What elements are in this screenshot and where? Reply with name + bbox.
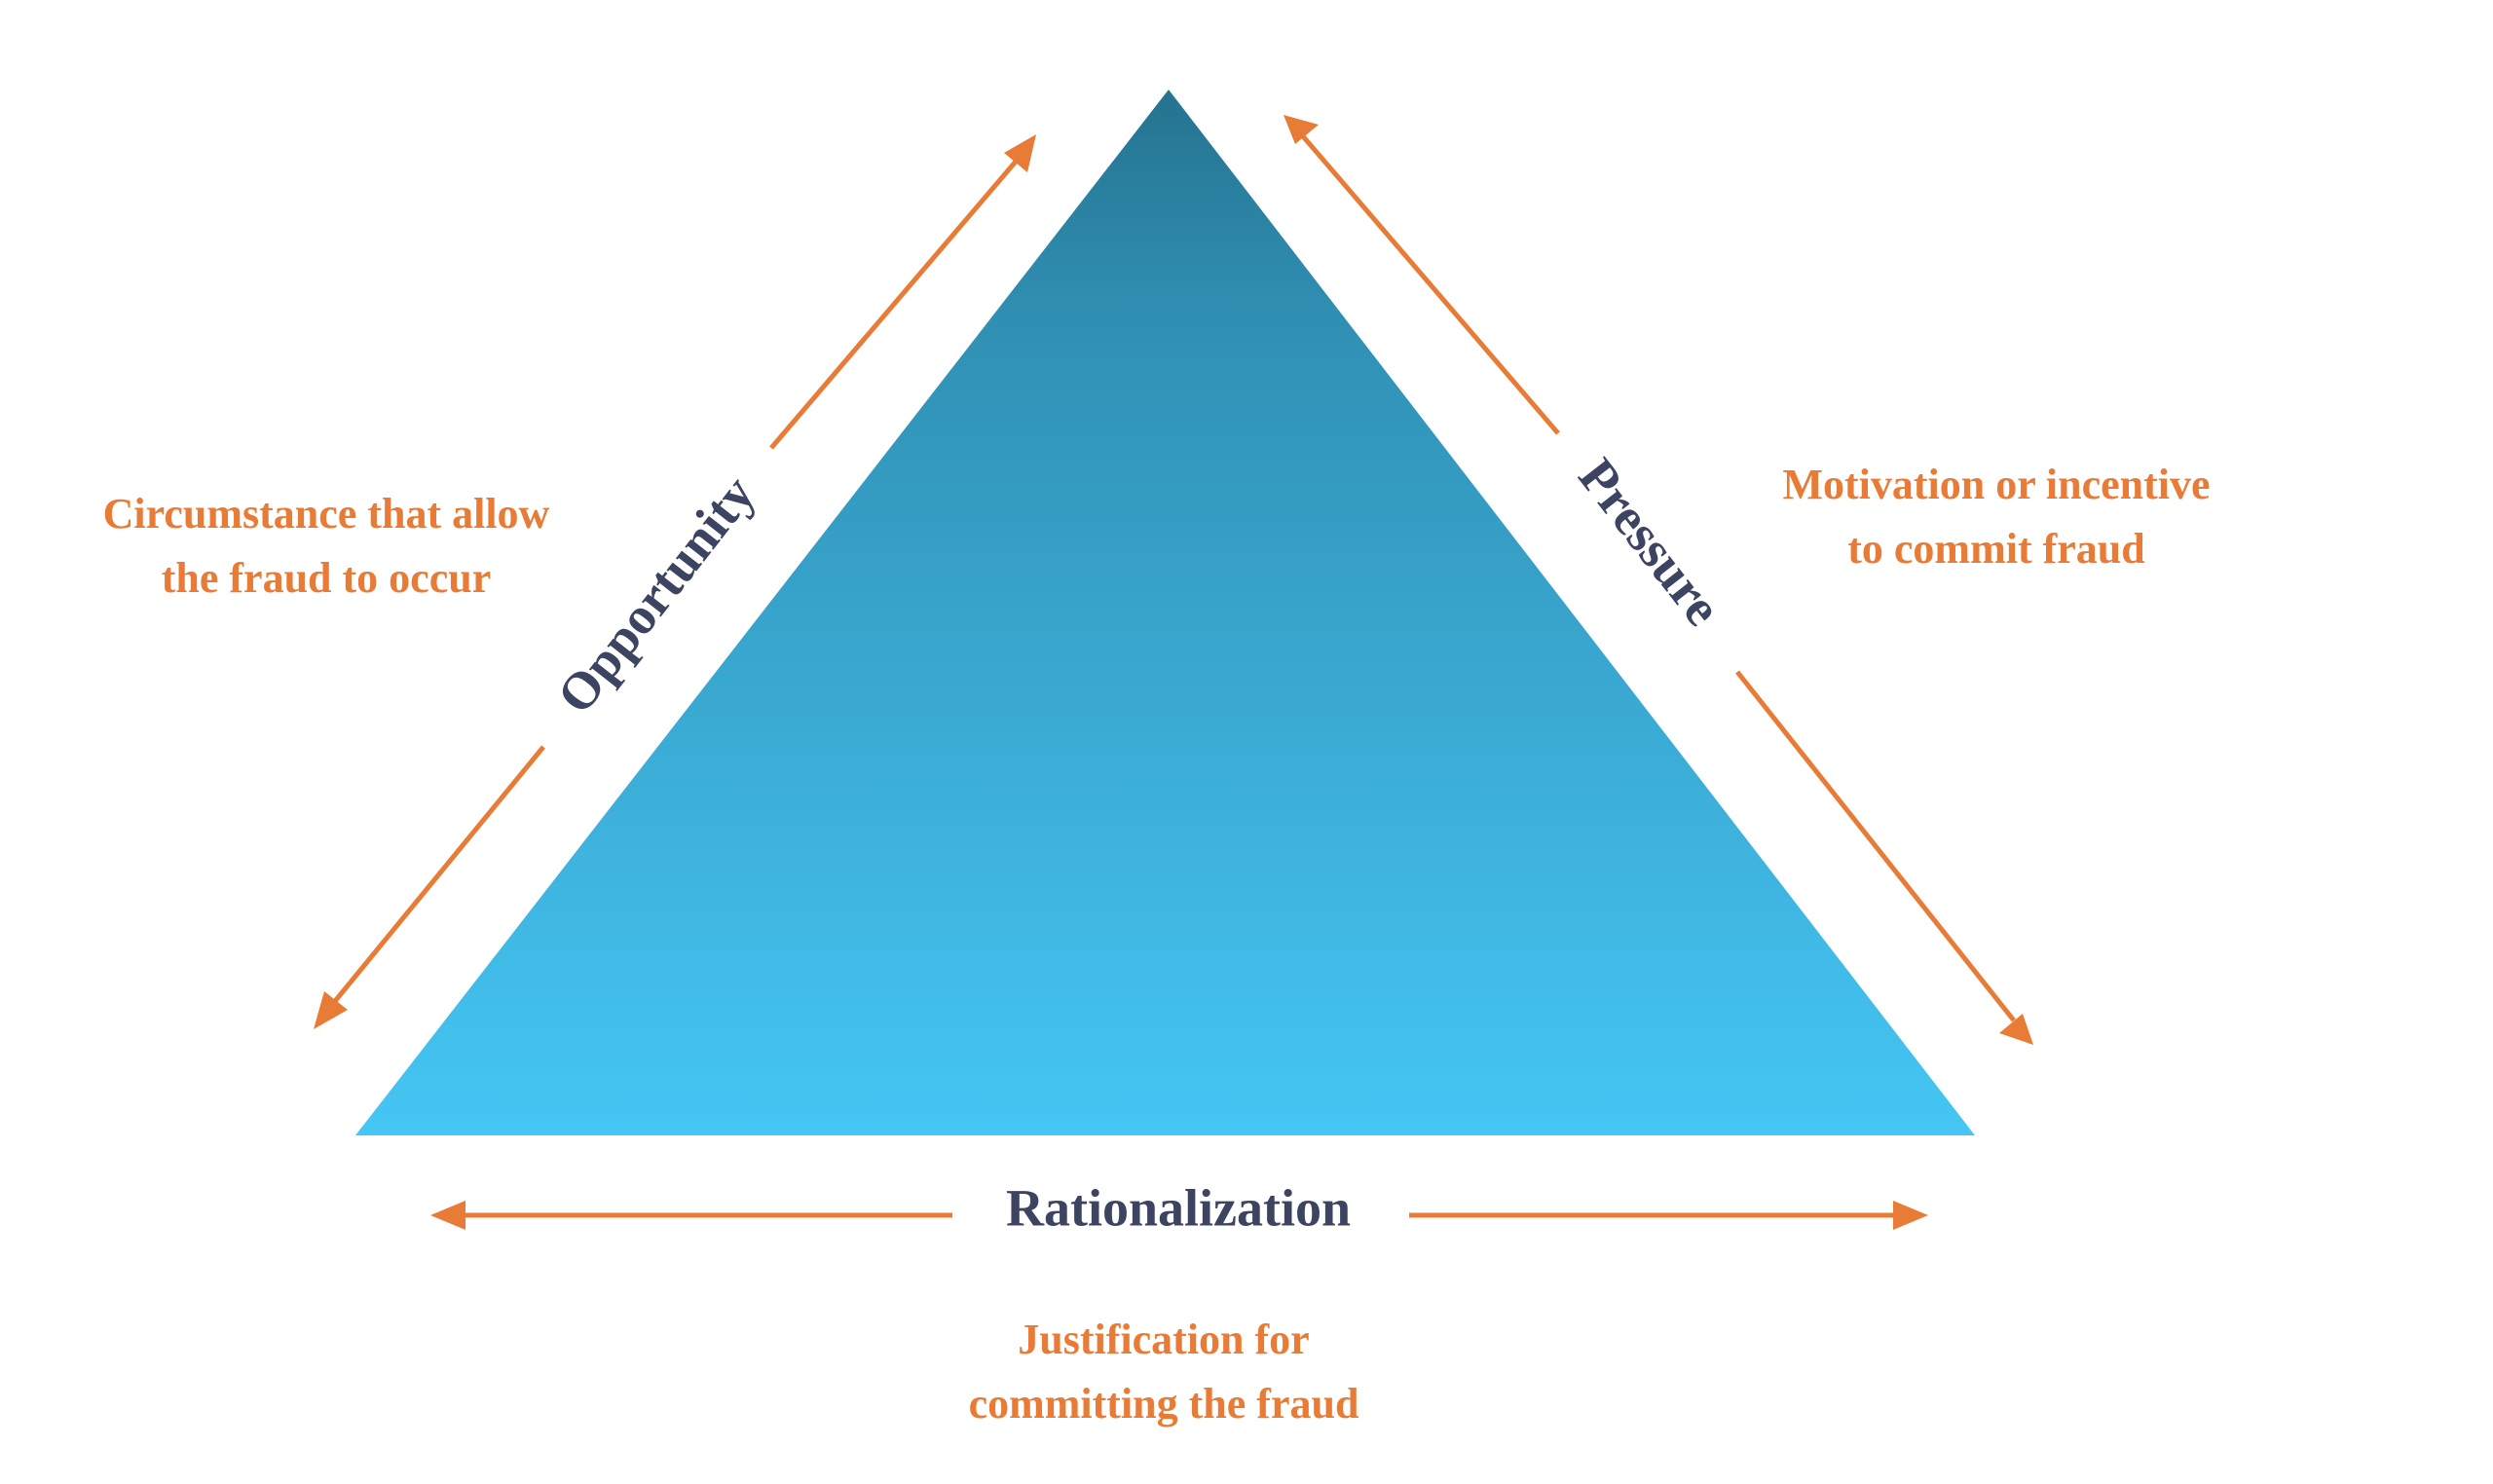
pressure-description: Motivation or incentive to commit fraud (1724, 453, 2269, 581)
rationalization-description: Justification for committing the fraud (876, 1308, 1451, 1436)
rationalization-label: Rationalization (1006, 1178, 1351, 1237)
rationalization-description-line-1: Justification for (1018, 1316, 1310, 1363)
rationalization-description-line-2: committing the fraud (968, 1380, 1359, 1428)
rationalization-arrow (430, 1201, 1928, 1230)
fraud-triangle (355, 90, 1975, 1135)
opportunity-description: Circumstance that allow the fraud to occ… (39, 482, 614, 611)
opportunity-description-line-2: the fraud to occur (161, 554, 492, 602)
pressure-description-line-1: Motivation or incentive (1782, 461, 2211, 508)
opportunity-arrow (314, 134, 1036, 1029)
pressure-label: Pressure (1568, 448, 1733, 637)
pressure-arrow (1284, 115, 2033, 1045)
pressure-description-line-2: to commit fraud (1847, 525, 2145, 573)
opportunity-description-line-1: Circumstance that allow (102, 490, 550, 538)
